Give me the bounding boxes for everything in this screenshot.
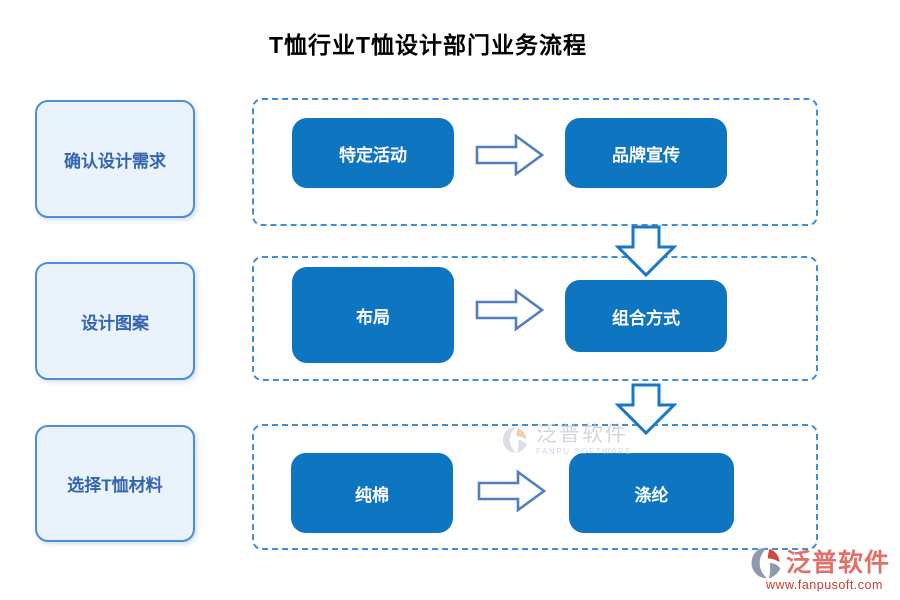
stage-design-pattern: 设计图案	[35, 262, 195, 380]
node-layout: 布局	[292, 267, 454, 363]
right-arrow-icon	[475, 288, 545, 332]
footer-logo: 泛普软件 www.fanpusoft.com	[748, 545, 890, 592]
stage-label: 确认设计需求	[64, 151, 166, 171]
node-special-activity: 特定活动	[292, 118, 454, 188]
logo-name: 泛普软件	[786, 548, 891, 577]
flow-row-select-material: 纯棉 涤纶	[252, 424, 818, 550]
watermark: 泛普软件 FANPU SOFTWARE	[500, 424, 632, 456]
down-arrow-icon	[615, 383, 677, 435]
fanpu-logo-icon	[751, 547, 781, 579]
flow-row-confirm-requirements: 特定活动 品牌宣传	[252, 98, 818, 226]
page-title: T恤行业T恤设计部门业务流程	[268, 32, 588, 58]
node-pure-cotton: 纯棉	[291, 453, 453, 533]
node-label: 涤纶	[634, 485, 669, 505]
node-label: 组合方式	[612, 308, 680, 328]
stage-label: 设计图案	[81, 313, 149, 333]
watermark-name: 泛普软件	[536, 423, 628, 446]
stage-confirm-design-requirements: 确认设计需求	[35, 100, 195, 218]
stage-label: 选择T恤材料	[67, 476, 163, 495]
node-brand-promotion: 品牌宣传	[565, 118, 727, 188]
down-arrow-icon	[615, 225, 677, 277]
right-arrow-icon	[475, 133, 545, 177]
node-label: 布局	[356, 307, 390, 327]
node-label: 纯棉	[355, 485, 389, 505]
logo-url: www.fanpusoft.com	[766, 578, 883, 592]
stage-select-tshirt-material: 选择T恤材料	[35, 425, 195, 542]
node-label: 特定活动	[339, 145, 407, 165]
right-arrow-icon	[477, 469, 547, 513]
node-combination-method: 组合方式	[565, 280, 727, 352]
node-polyester: 涤纶	[569, 453, 734, 533]
node-label: 品牌宣传	[612, 145, 680, 165]
watermark-logo-icon	[503, 427, 527, 453]
watermark-subtitle: FANPU SOFTWARE	[536, 447, 633, 456]
flow-row-design-pattern: 布局 组合方式	[252, 256, 818, 381]
